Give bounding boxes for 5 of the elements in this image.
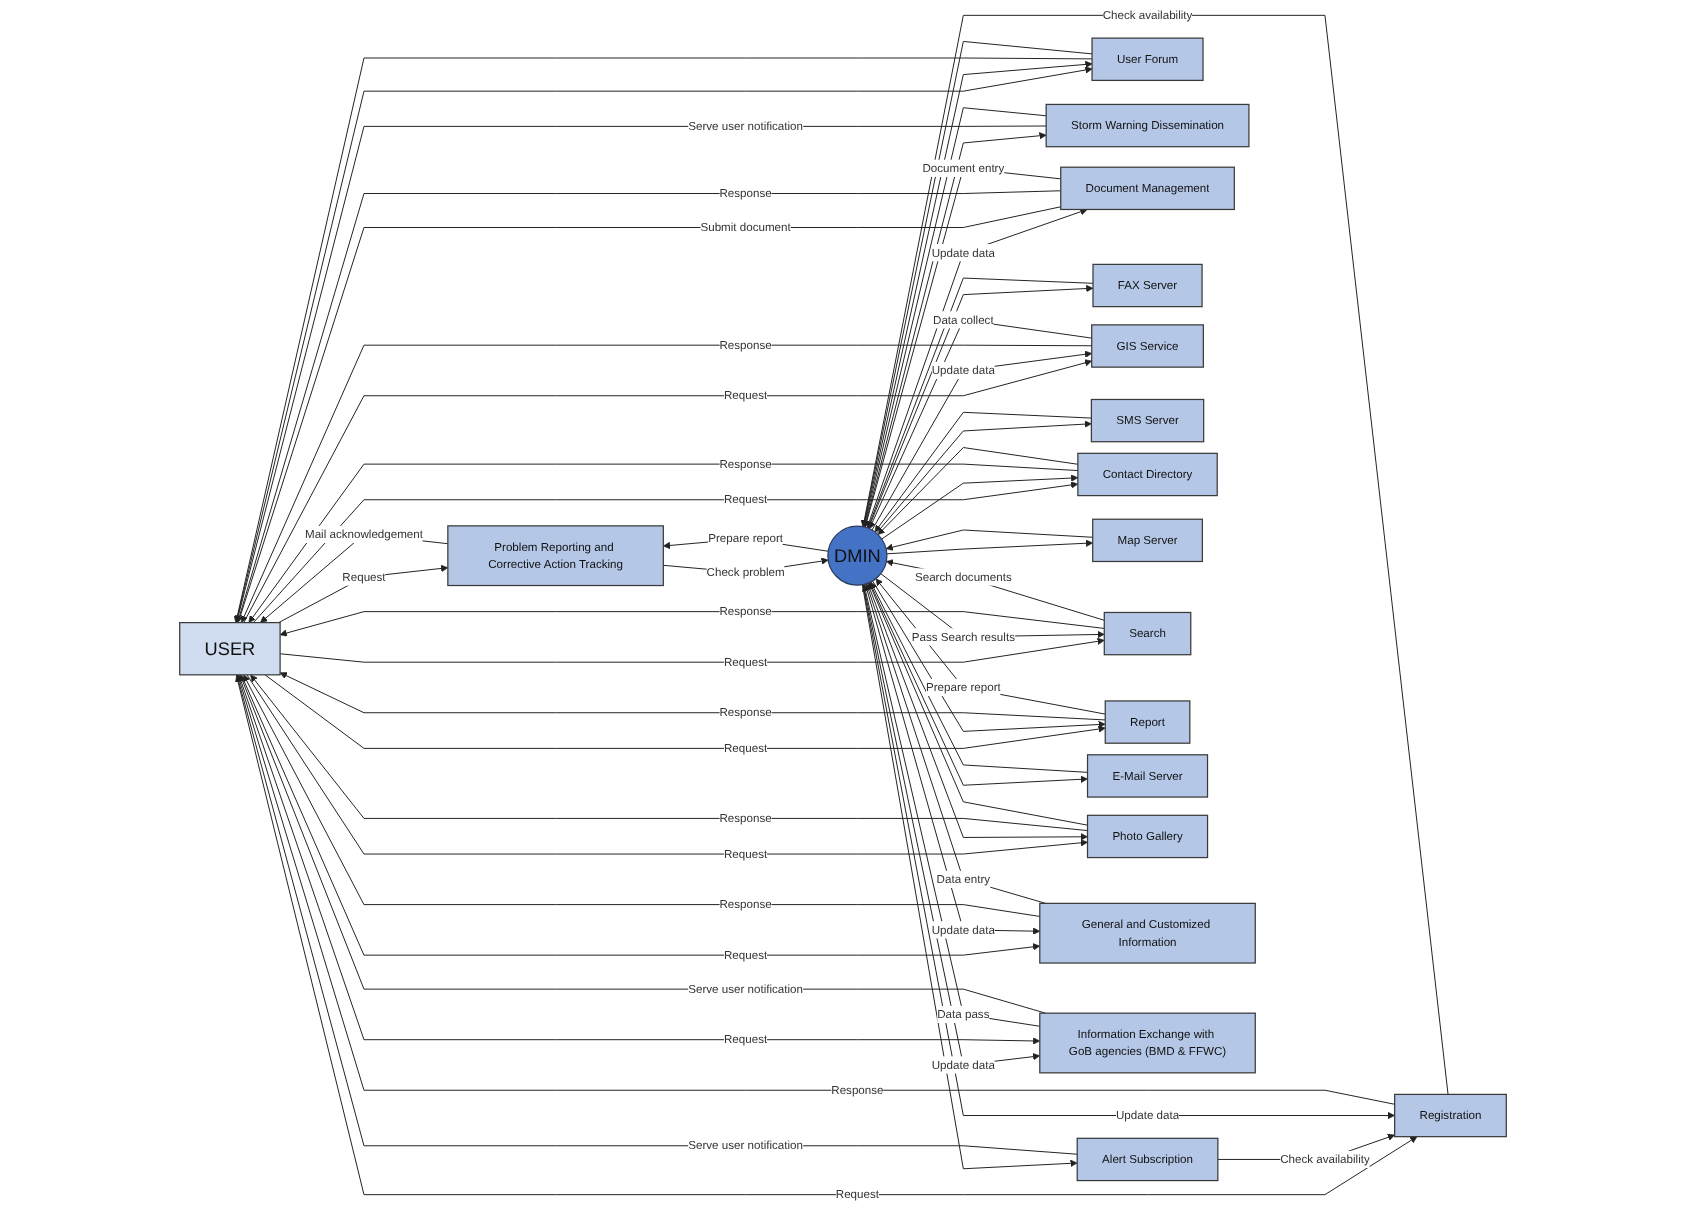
arrow xyxy=(235,674,1418,1196)
arrow xyxy=(885,559,1105,621)
arrow xyxy=(881,474,1079,540)
node-circle: DMIN xyxy=(827,525,888,586)
node-box: USER xyxy=(179,622,281,676)
